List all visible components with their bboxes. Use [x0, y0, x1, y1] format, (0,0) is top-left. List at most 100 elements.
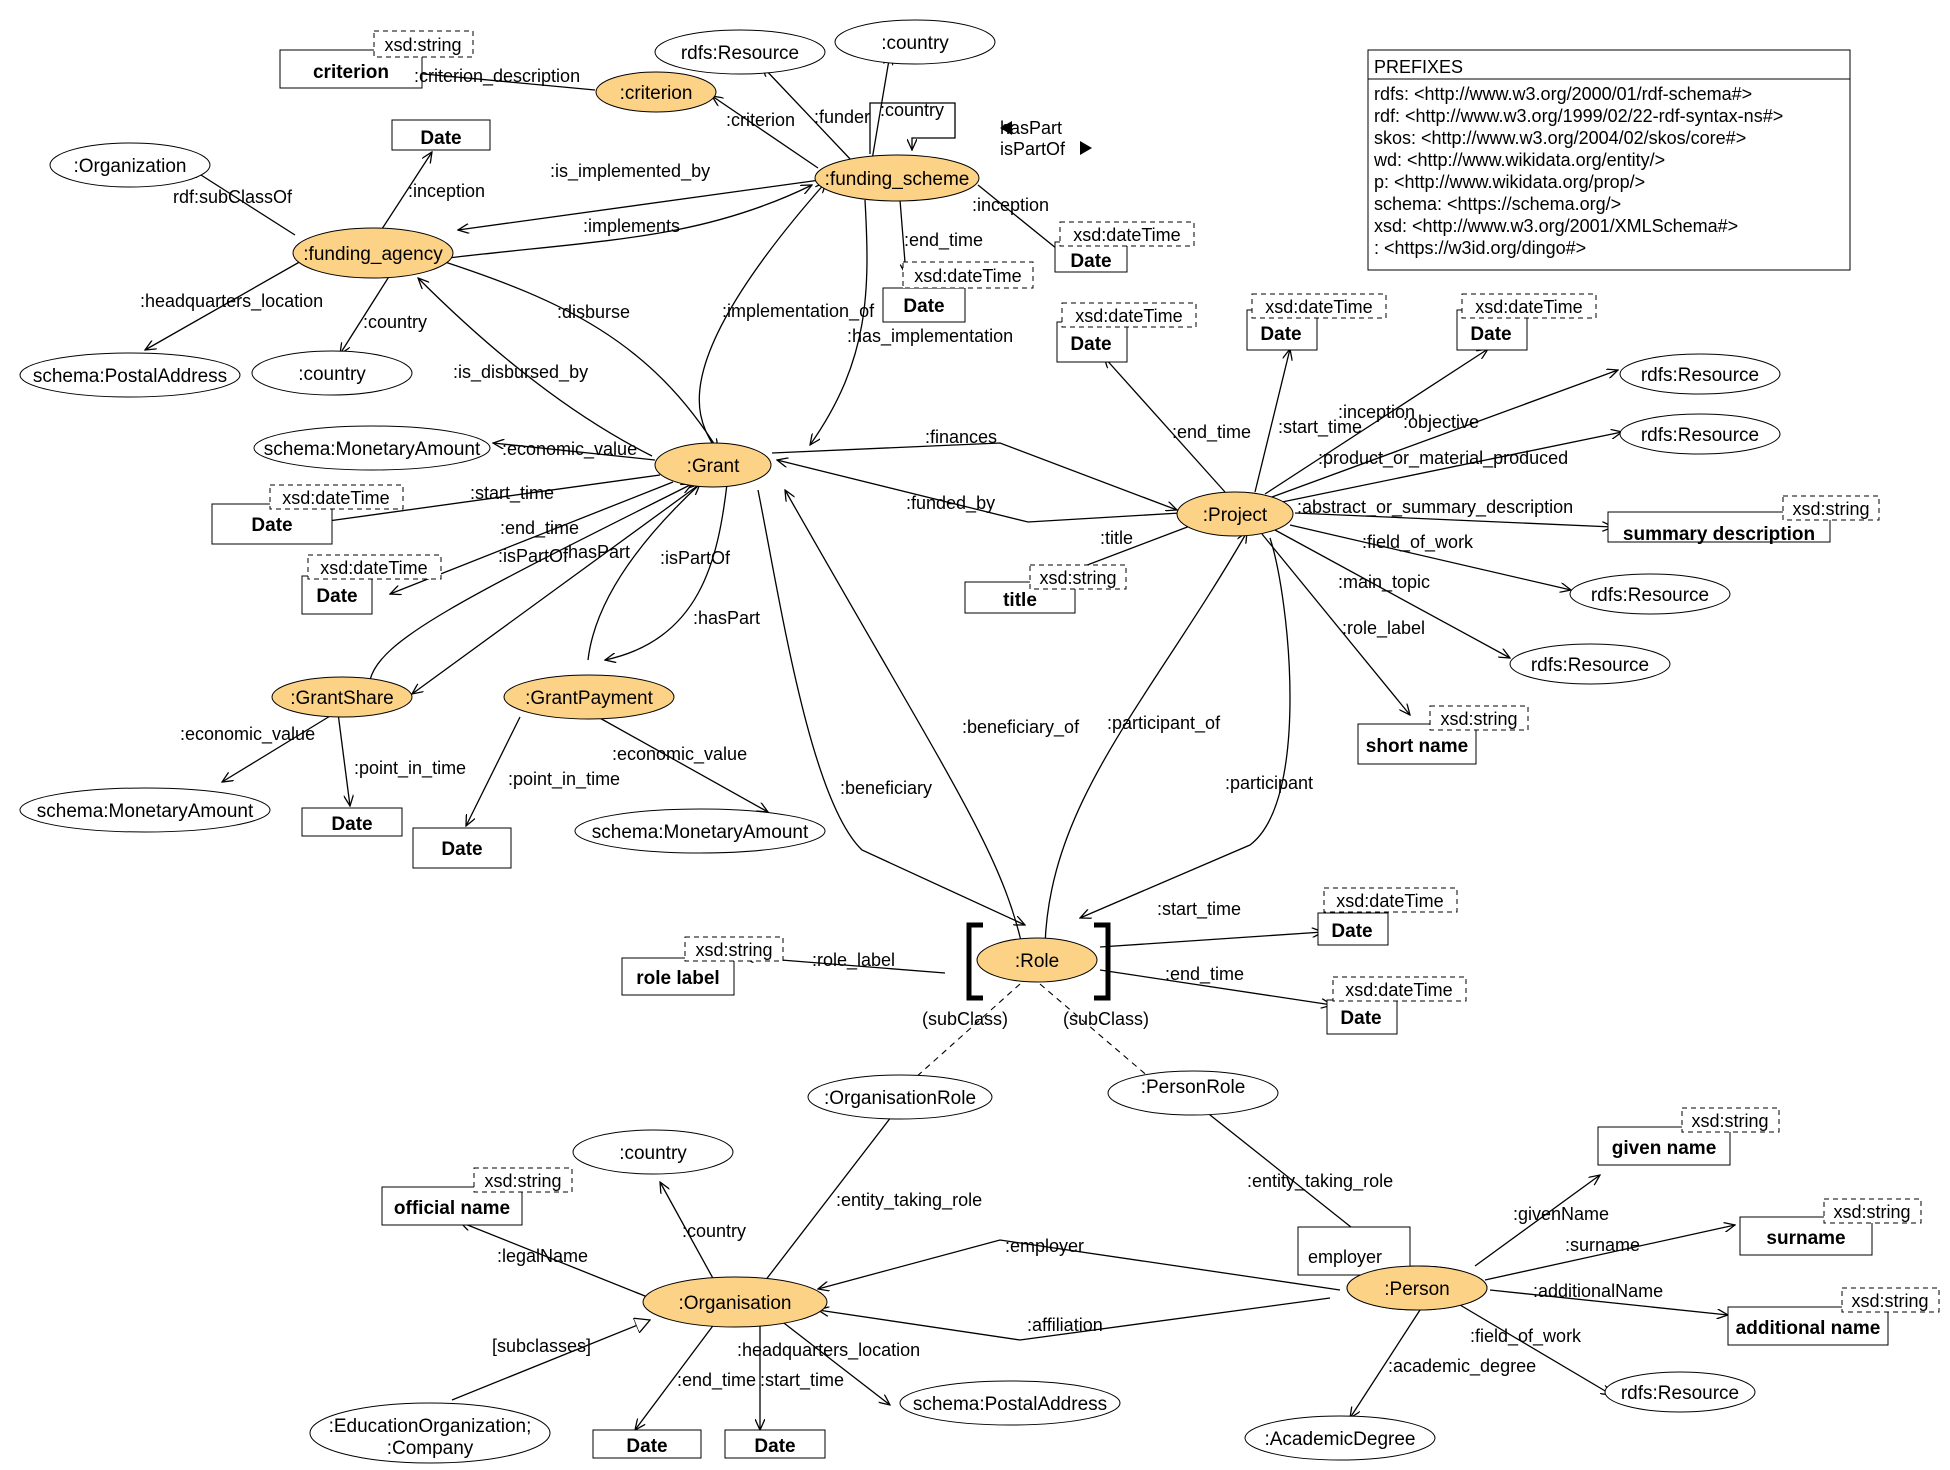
external-node-country[interactable]: :country: [251, 350, 413, 396]
class-node-grantpayment[interactable]: :GrantPayment: [503, 674, 675, 720]
svg-text::funding_agency: :funding_agency: [303, 244, 443, 265]
external-node-rdfs-resource[interactable]: rdfs:Resource: [1619, 353, 1781, 395]
edge-line: [757, 489, 1025, 925]
external-node-country[interactable]: :country: [834, 19, 996, 65]
edge-line: [1039, 983, 1151, 1079]
svg-text:xsd:string: xsd:string: [1792, 499, 1869, 519]
class-node-person[interactable]: :Person: [1346, 1265, 1488, 1311]
edge-label: :implementation_of: [722, 301, 875, 322]
svg-text:xsd:dateTime: xsd:dateTime: [1073, 225, 1180, 245]
external-node-education-organization[interactable]: :EducationOrganization;:Company: [309, 1402, 551, 1464]
literal-box-date[interactable]: Date: [412, 827, 512, 869]
edge-label: :beneficiary_of: [962, 717, 1080, 738]
edge-line: [493, 443, 656, 461]
svg-text::criterion: :criterion: [620, 83, 693, 104]
external-node-organization[interactable]: :Organization: [49, 142, 211, 188]
class-node-funding-scheme[interactable]: :funding_scheme: [814, 154, 980, 202]
literal-box-date[interactable]: Date: [724, 1429, 826, 1459]
literal-box-date[interactable]: Date xsd:dateTime: [1056, 302, 1197, 363]
edge-label: :criterion: [726, 110, 795, 130]
external-node-monetary-amount[interactable]: schema:MonetaryAmount: [19, 787, 271, 833]
svg-text:xsd:dateTime: xsd:dateTime: [1336, 891, 1443, 911]
literal-box-date[interactable]: Date xsd:dateTime: [882, 261, 1034, 323]
literal-box-date[interactable]: Date xsd:dateTime: [1326, 976, 1467, 1035]
prefix-line: : <https://w3id.org/dingo#>: [1374, 238, 1586, 258]
literal-box-date[interactable]: Date xsd:dateTime: [1054, 221, 1195, 273]
class-node-organisation[interactable]: :Organisation: [642, 1276, 828, 1328]
edge-label: isPartOf: [1000, 139, 1066, 159]
edge-label: :is_implemented_by: [550, 161, 710, 182]
edge-line: [418, 278, 653, 457]
svg-text:schema:MonetaryAmount: schema:MonetaryAmount: [264, 439, 481, 460]
class-node-grantshare[interactable]: :GrantShare: [271, 676, 413, 718]
class-node-grant[interactable]: :Grant: [654, 442, 772, 488]
literal-box-additional-name[interactable]: additional name xsd:string: [1727, 1287, 1940, 1346]
external-node-postal-address[interactable]: schema:PostalAddress: [899, 1380, 1121, 1426]
literal-box-date[interactable]: Date: [391, 119, 491, 151]
edge-label: :funder: [814, 107, 870, 127]
edge-label: :implements: [583, 216, 680, 236]
class-node-funding-agency[interactable]: :funding_agency: [292, 227, 454, 279]
external-node-rdfs-resource[interactable]: rdfs:Resource: [654, 29, 826, 75]
edge-line: [1281, 432, 1622, 503]
prefix-line: xsd: <http://www.w3.org/2001/XMLSchema#>: [1374, 216, 1738, 236]
svg-text:rdfs:Resource: rdfs:Resource: [1591, 585, 1709, 606]
edge-line: [451, 1320, 650, 1401]
external-node-organisation-role[interactable]: :OrganisationRole: [807, 1074, 993, 1120]
literal-box-title[interactable]: title xsd:string: [964, 564, 1127, 614]
literal-box-date[interactable]: Date xsd:dateTime: [211, 484, 404, 545]
external-node-rdfs-resource[interactable]: rdfs:Resource: [1619, 413, 1781, 455]
external-node-monetary-amount[interactable]: schema:MonetaryAmount: [574, 808, 826, 854]
edge-line: [1080, 537, 1291, 918]
class-node-role[interactable]: :Role: [976, 937, 1098, 983]
literal-box-summary-description[interactable]: summary description xsd:string: [1607, 495, 1880, 545]
literal-box-date[interactable]: Date xsd:dateTime: [1246, 293, 1387, 351]
class-node-project[interactable]: :Project: [1176, 491, 1294, 537]
literal-box-date[interactable]: Date xsd:dateTime: [1456, 293, 1597, 351]
literal-box-given-name[interactable]: given name xsd:string: [1597, 1107, 1780, 1166]
literal-box-role-label[interactable]: role label xsd:string: [621, 936, 784, 996]
edge-label: :end_time: [1172, 422, 1251, 443]
edge-line: [818, 1239, 1341, 1290]
edge-label: :participant: [1225, 773, 1313, 793]
edge-label: :role_label: [1342, 618, 1425, 639]
literal-box-date[interactable]: Date: [301, 807, 403, 837]
external-node-person-role[interactable]: :PersonRole: [1107, 1070, 1279, 1116]
literal-box-surname[interactable]: surname xsd:string: [1739, 1198, 1922, 1256]
literal-box-date[interactable]: Date xsd:dateTime: [1317, 887, 1458, 946]
svg-text:xsd:dateTime: xsd:dateTime: [1475, 297, 1582, 317]
edge-line: [777, 460, 1181, 523]
literal-box-short-name[interactable]: short name xsd:string: [1357, 705, 1529, 765]
edge-label: :product_or_material_produced: [1318, 448, 1568, 469]
edge-line: [392, 71, 596, 91]
class-node-criterion[interactable]: :criterion: [595, 71, 717, 113]
svg-text:additional name: additional name: [1736, 1318, 1881, 1339]
svg-text::country: :country: [298, 364, 366, 385]
edge-line: [458, 179, 821, 230]
external-node-monetary-amount[interactable]: schema:MonetaryAmount: [253, 425, 491, 471]
edge-label: :main_topic: [1338, 572, 1430, 593]
edge-line: [810, 199, 868, 445]
external-node-rdfs-resource[interactable]: rdfs:Resource: [1509, 643, 1671, 685]
external-node-academic-degree[interactable]: :AcademicDegree: [1244, 1415, 1436, 1461]
external-node-postal-address[interactable]: schema:PostalAddress: [19, 352, 241, 398]
edge-line: [779, 1319, 890, 1405]
literal-box-date[interactable]: Date xsd:dateTime: [301, 554, 442, 615]
svg-text:rdfs:Resource: rdfs:Resource: [1621, 1383, 1739, 1404]
literal-box-official-name[interactable]: official name xsd:string: [381, 1167, 573, 1226]
edge-line: [1264, 349, 1488, 495]
external-node-country[interactable]: :country: [572, 1129, 734, 1175]
edge-label: (subClass): [1063, 1009, 1149, 1029]
prefix-line: schema: <https://schema.org/>: [1374, 194, 1621, 214]
svg-text:schema:PostalAddress: schema:PostalAddress: [913, 1394, 1107, 1415]
edge-line: [1104, 357, 1226, 493]
external-node-rdfs-resource[interactable]: rdfs:Resource: [1604, 1371, 1756, 1413]
literal-box-criterion[interactable]: criterion xsd:string: [279, 30, 474, 89]
external-node-rdfs-resource[interactable]: rdfs:Resource: [1569, 573, 1731, 615]
edge-label: :point_in_time: [508, 769, 620, 790]
edge-label: :inception: [1338, 402, 1415, 422]
edge-line: [660, 1182, 716, 1283]
edge-line: [222, 712, 336, 782]
svg-text::AcademicDegree: :AcademicDegree: [1264, 1429, 1415, 1450]
literal-box-date[interactable]: Date: [592, 1429, 702, 1459]
